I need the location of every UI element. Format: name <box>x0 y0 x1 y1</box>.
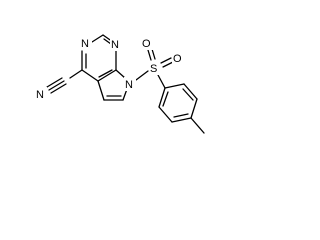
bond-s-aryl <box>157 74 166 89</box>
bond-n1-c2 <box>91 34 104 43</box>
atom-n-ring-top: N <box>80 36 92 50</box>
svg-text:N: N <box>125 79 133 91</box>
bond-c2-n3-double <box>103 38 112 45</box>
structure-canvas: N N N N S O O <box>35 34 205 134</box>
atom-n-pyrrole: N <box>124 77 136 91</box>
bond-s-o-lower-a <box>160 57 172 64</box>
svg-text:O: O <box>173 53 182 65</box>
atom-o-upper: O <box>141 36 153 50</box>
bond-c4a-c4 <box>81 69 99 82</box>
bond-ar4-ar5 <box>171 117 192 123</box>
bond-cn-triple-b <box>46 77 63 88</box>
atom-n-ring-right: N <box>110 37 122 51</box>
bond-s-o-upper-a <box>147 49 152 61</box>
bond-ar4-methyl <box>190 117 205 134</box>
svg-text:S: S <box>150 63 157 75</box>
bond-ar5-ar6 <box>158 106 173 123</box>
bond-s-o-upper-b <box>151 48 156 60</box>
bond-ar6-ar1-double <box>162 91 169 107</box>
bond-ar2-ar3 <box>183 83 198 100</box>
bond-c7a-c4a <box>97 69 117 82</box>
svg-text:N: N <box>111 39 119 51</box>
svg-text:N: N <box>36 89 44 101</box>
bond-n7-c7a <box>115 69 126 79</box>
bond-ar3-ar4 <box>190 98 198 119</box>
bond-ar2-ar3-double <box>182 88 194 101</box>
svg-text:N: N <box>81 38 89 50</box>
bond-cn-triple-c <box>50 83 67 94</box>
bond-ar6-ar1 <box>158 87 166 108</box>
atom-n-nitrile: N <box>35 87 47 101</box>
bond-c4a-c5 <box>97 80 105 101</box>
bond-c4-cn <box>69 69 83 79</box>
bond-s-o-lower-b <box>162 61 174 68</box>
atom-o-lower: O <box>172 51 184 65</box>
svg-text:O: O <box>142 38 151 50</box>
bond-c7a-c4a-double <box>98 69 113 78</box>
atom-s-sulfonyl: S <box>149 61 160 75</box>
bond-ar4-ar5-double <box>173 113 189 118</box>
bond-ar1-ar2 <box>164 83 185 89</box>
bond-n7-s <box>135 70 149 81</box>
bond-cn-triple-a <box>48 80 65 91</box>
molecule-diagram: N N N N S O O <box>35 34 205 134</box>
